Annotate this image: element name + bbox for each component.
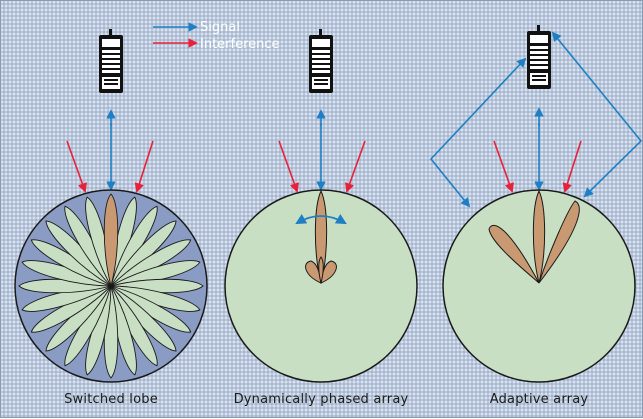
steering-arrow [295,213,347,225]
multipath-signal-right [551,31,643,198]
interference-arrow-right [562,140,582,193]
adaptive-lobe-left [488,224,540,284]
selected-lobe [103,193,119,287]
mobile-phone-icon [527,25,551,89]
caption-adaptive-array: Adaptive array [490,392,589,407]
legend-signal-label: Signal [200,20,240,35]
legend-interference-label: Interference [200,37,280,52]
interference-arrow-left [278,140,299,193]
mobile-phone-icon [99,29,123,93]
main-lobe [532,189,546,284]
switched-lobes-group [18,193,204,379]
caption-switched-lobe: Switched lobe [64,392,158,407]
interference-arrow-right [134,140,154,193]
interference-arrow-left [66,140,87,193]
legend: Signal Interference [153,20,280,52]
panel-adaptive-array: Adaptive array [429,25,643,407]
interference-arrow-right [345,140,366,193]
panel-switched-lobe: Switched lobe [14,29,208,407]
mobile-phone-icon [309,29,333,93]
caption-phased-array: Dynamically phased array [234,392,409,407]
interference-arrow-left [493,140,514,193]
panel-phased-array: Dynamically phased array [224,29,418,407]
adaptive-lobe-right [538,200,580,284]
multipath-signal-left [429,57,527,208]
side-lobe-center [318,256,324,284]
